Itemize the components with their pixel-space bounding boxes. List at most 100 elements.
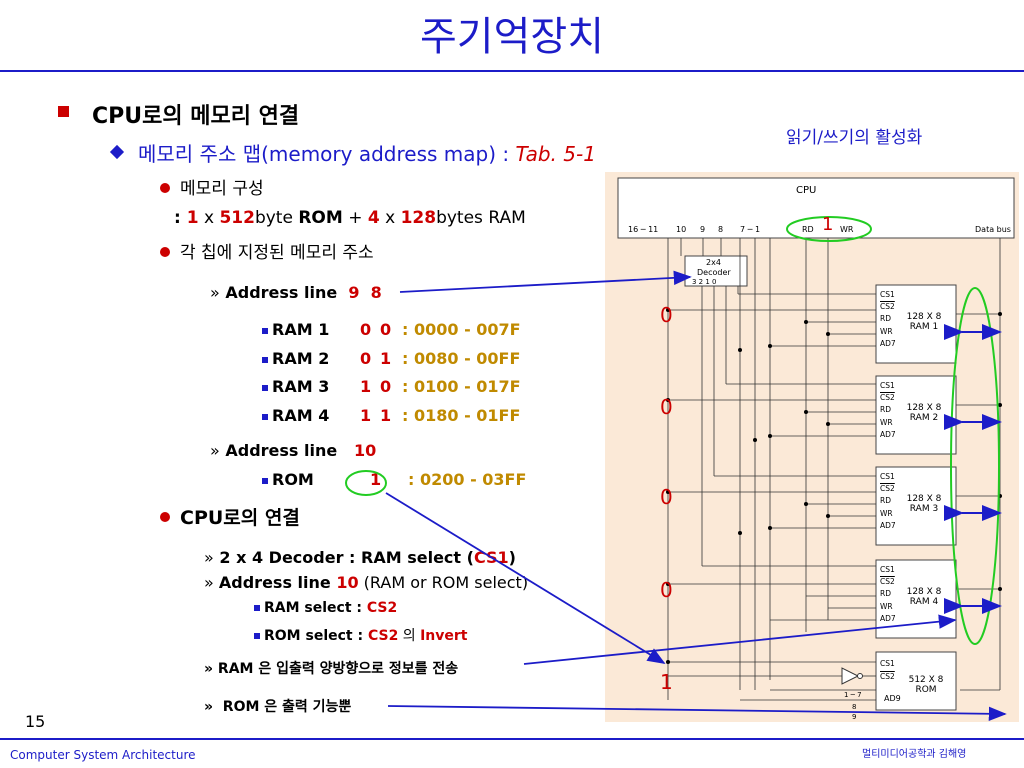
rom-select-text: ROM select : (264, 628, 368, 644)
bidirectional-arrows (944, 324, 1002, 614)
bus-label: Data bus (975, 225, 1011, 234)
comp-n4: 4 (367, 208, 380, 228)
address-range: : 0080 - 00FF (402, 349, 521, 368)
pin-label: CS1 (880, 565, 895, 574)
ram3-box (875, 466, 957, 546)
bit-a10: 1 (370, 470, 382, 489)
bullet-square-icon (262, 413, 268, 420)
bus-wires (667, 238, 1001, 700)
chip-size: 128 X 8 (906, 587, 942, 597)
bit-a9: 1 (360, 377, 372, 396)
bit-a8: 0 (380, 320, 392, 339)
page-number: 15 (25, 712, 46, 731)
pin-label: CS1 (880, 381, 895, 390)
bit-a9: 1 (360, 406, 372, 425)
memory-config-label: 메모리 구성 (180, 179, 264, 199)
bullet-square-icon (262, 327, 268, 334)
pin-label: AD7 (880, 429, 896, 439)
address-range: : 0200 - 03FF (408, 470, 527, 489)
chevron-icon: » (210, 441, 220, 460)
memory-address-map-line: 메모리 주소 맵(memory address map) : Tab. 5-1 (138, 138, 596, 167)
bullet-square-icon (58, 106, 69, 117)
memory-address-map-text: 메모리 주소 맵(memory address map) : (138, 142, 516, 166)
rom-select-particle: 의 (398, 628, 421, 644)
address-line-value: 9 (348, 283, 360, 302)
comp-lead: : (174, 208, 187, 228)
footer-course: Computer System Architecture (10, 748, 196, 762)
chip-input-wires (668, 293, 876, 701)
address-line-10-note: » Address line 10 (RAM or ROM select) (204, 573, 528, 592)
pin-label: CS1 (880, 290, 895, 299)
comp-bytesram: bytes RAM (436, 208, 526, 228)
chevron-icon: » (210, 283, 220, 302)
address-line-note-label: Address line (218, 573, 337, 592)
footer-dept: 멀티미디어공학과 김해영 (862, 749, 967, 760)
address-line-10: » Address line 10 (210, 441, 376, 460)
pin-label: CS2 (880, 393, 895, 403)
address-line-note-text: (RAM or ROM select) (358, 573, 529, 592)
decoder-note-text: 2 x 4 Decoder : RAM select ( (219, 548, 474, 567)
bullet-square-icon (262, 477, 268, 484)
pin-label: WR (880, 326, 893, 336)
chip-address-label: 각 칩에 지정된 메모리 주소 (180, 243, 374, 263)
chevron-icon: » (204, 661, 214, 677)
chip-id: RAM 2 (909, 413, 939, 423)
bus-label: 16 ─ 11 (628, 225, 659, 234)
bit-a8: 0 (380, 377, 392, 396)
bus-label: 8 (718, 225, 724, 234)
rw-highlight-ellipse (786, 216, 872, 242)
chip-size: 128 X 8 (906, 312, 942, 322)
ram-select-note: RAM select : CS2 (254, 600, 397, 616)
comp-plus: + (342, 208, 368, 228)
rom-pins: CS1 CS2 (880, 657, 910, 683)
bus-label: RD (802, 225, 814, 234)
bit-a8: 1 (380, 349, 392, 368)
pin-label: AD7 (880, 613, 896, 623)
ram-note-text: RAM 은 입출력 양방향으로 정보를 전송 (217, 661, 459, 677)
rom-output-note: » ROM 은 출력 기능뿐 (204, 696, 351, 716)
address-range: : 0180 - 01FF (402, 406, 521, 425)
ram3-pins: CS1 CS2 RD WR AD7 (880, 471, 910, 532)
chip-id: RAM 1 (909, 322, 939, 332)
ram-bidirectional-note: » RAM 은 입출력 양방향으로 정보를 전송 (204, 658, 458, 678)
ram4-pins: CS1 CS2 RD WR AD7 (880, 564, 910, 625)
address-range: : 0100 - 017F (402, 377, 521, 396)
heading-cpu-memory: CPU로의 메모리 연결 (92, 104, 300, 129)
slide-title: 주기억장치 (420, 14, 604, 60)
rom-addr-label: 8 (852, 703, 857, 711)
address-line-label: Address line (225, 441, 338, 460)
footer-divider (0, 738, 1024, 740)
address-line-note-value: 10 (336, 573, 359, 592)
title-divider (0, 70, 1024, 72)
bus-label: 10 (676, 225, 687, 234)
bullet-square-icon (262, 356, 268, 363)
rom-note-text: ROM 은 출력 기능뿐 (222, 699, 352, 715)
bullet-dot-icon (160, 247, 170, 257)
data-bus-highlight-ellipse (950, 287, 1000, 645)
comp-x1: x (198, 208, 220, 228)
pin-label: CS2 (880, 302, 895, 312)
address-line-value: 8 (370, 283, 382, 302)
bus-label: 9 (700, 225, 706, 234)
decoder-title: 2x4 (706, 258, 721, 267)
chip-size: 512 X 8 (908, 675, 944, 685)
inverter-icon (841, 667, 860, 685)
pin-label: AD7 (880, 520, 896, 530)
decoder-note-close: ) (508, 548, 516, 567)
ram1-box (875, 284, 957, 364)
bullet-square-icon (254, 605, 260, 611)
cpu-connection-heading: CPU로의 연결 (180, 507, 300, 529)
bullet-square-icon (262, 384, 268, 391)
pin-label: CS2 (880, 577, 895, 587)
chip-id: ROM (915, 685, 937, 695)
pin-label: WR (880, 601, 893, 611)
chip-name: RAM 2 (272, 349, 330, 368)
